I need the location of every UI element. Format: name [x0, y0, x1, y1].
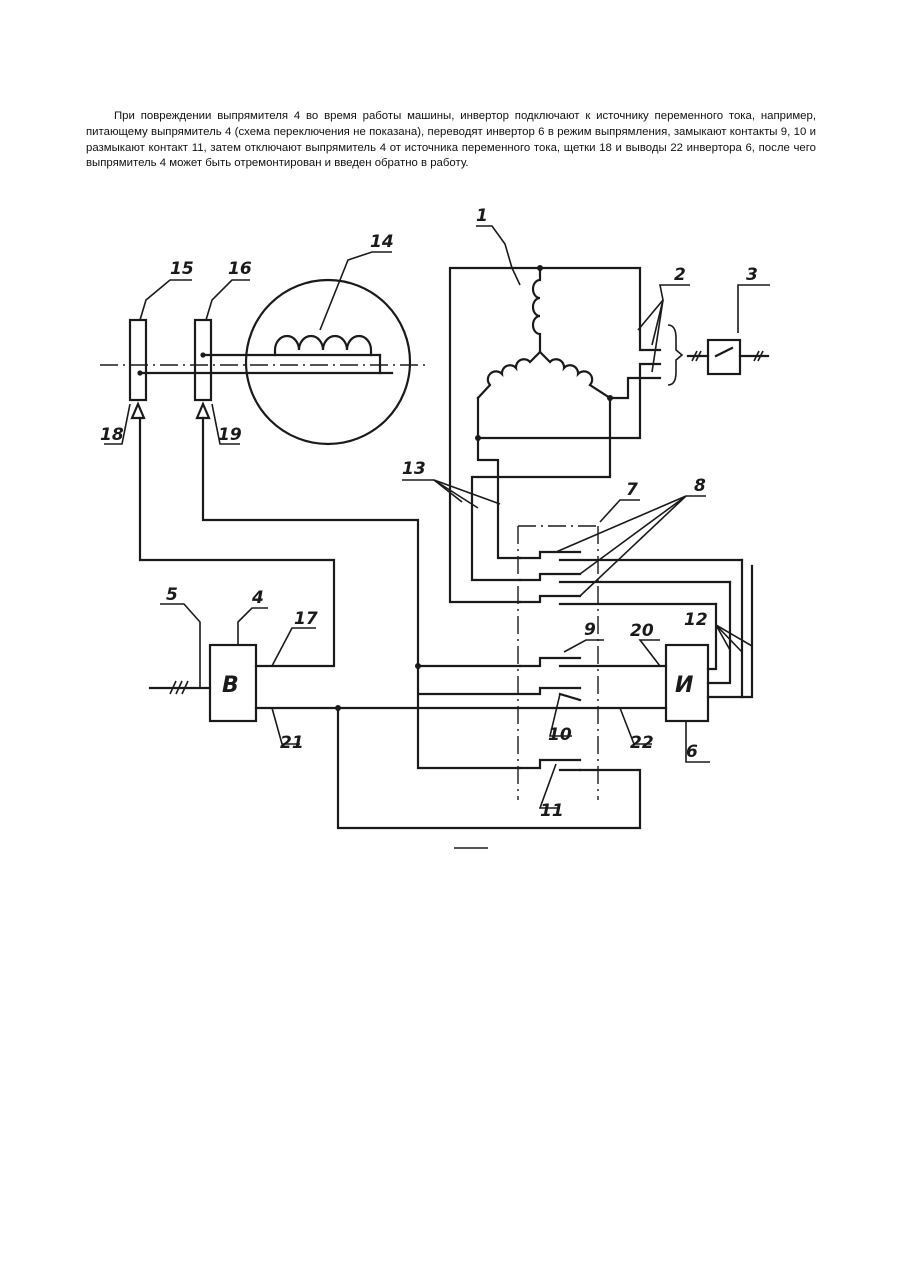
label-11: 11 [540, 801, 564, 821]
label-4: 4 [251, 588, 264, 608]
label-20: 20 [630, 621, 654, 641]
slip-ring-16 [195, 320, 211, 400]
label-15: 15 [170, 259, 194, 279]
switch-3 [708, 340, 740, 374]
label-16: 16 [228, 259, 252, 279]
label-1: 1 [476, 206, 488, 226]
brush-19 [197, 404, 209, 418]
label-3: 3 [746, 265, 758, 285]
rotor-winding [275, 336, 371, 355]
label-5: 5 [166, 585, 178, 605]
label-7: 7 [626, 480, 638, 500]
label-6: 6 [686, 742, 698, 762]
rotor-14 [246, 280, 410, 444]
label-21: 21 [280, 733, 304, 753]
label-19: 19 [218, 425, 242, 445]
brace-2 [668, 325, 682, 385]
label-9: 9 [584, 620, 596, 640]
label-2: 2 [674, 265, 686, 285]
label-18: 18 [100, 425, 124, 445]
inverter-label: И [675, 673, 693, 698]
label-13: 13 [402, 459, 426, 479]
brush-18 [132, 404, 144, 418]
label-10: 10 [548, 725, 572, 745]
label-22: 22 [630, 733, 654, 753]
label-12: 12 [684, 610, 708, 630]
slip-ring-15 [130, 320, 146, 400]
stator-winding-1 [533, 268, 540, 352]
rectifier-label: B [222, 673, 239, 698]
label-14: 14 [370, 232, 394, 252]
label-8: 8 [694, 476, 706, 496]
label-17: 17 [294, 609, 318, 629]
